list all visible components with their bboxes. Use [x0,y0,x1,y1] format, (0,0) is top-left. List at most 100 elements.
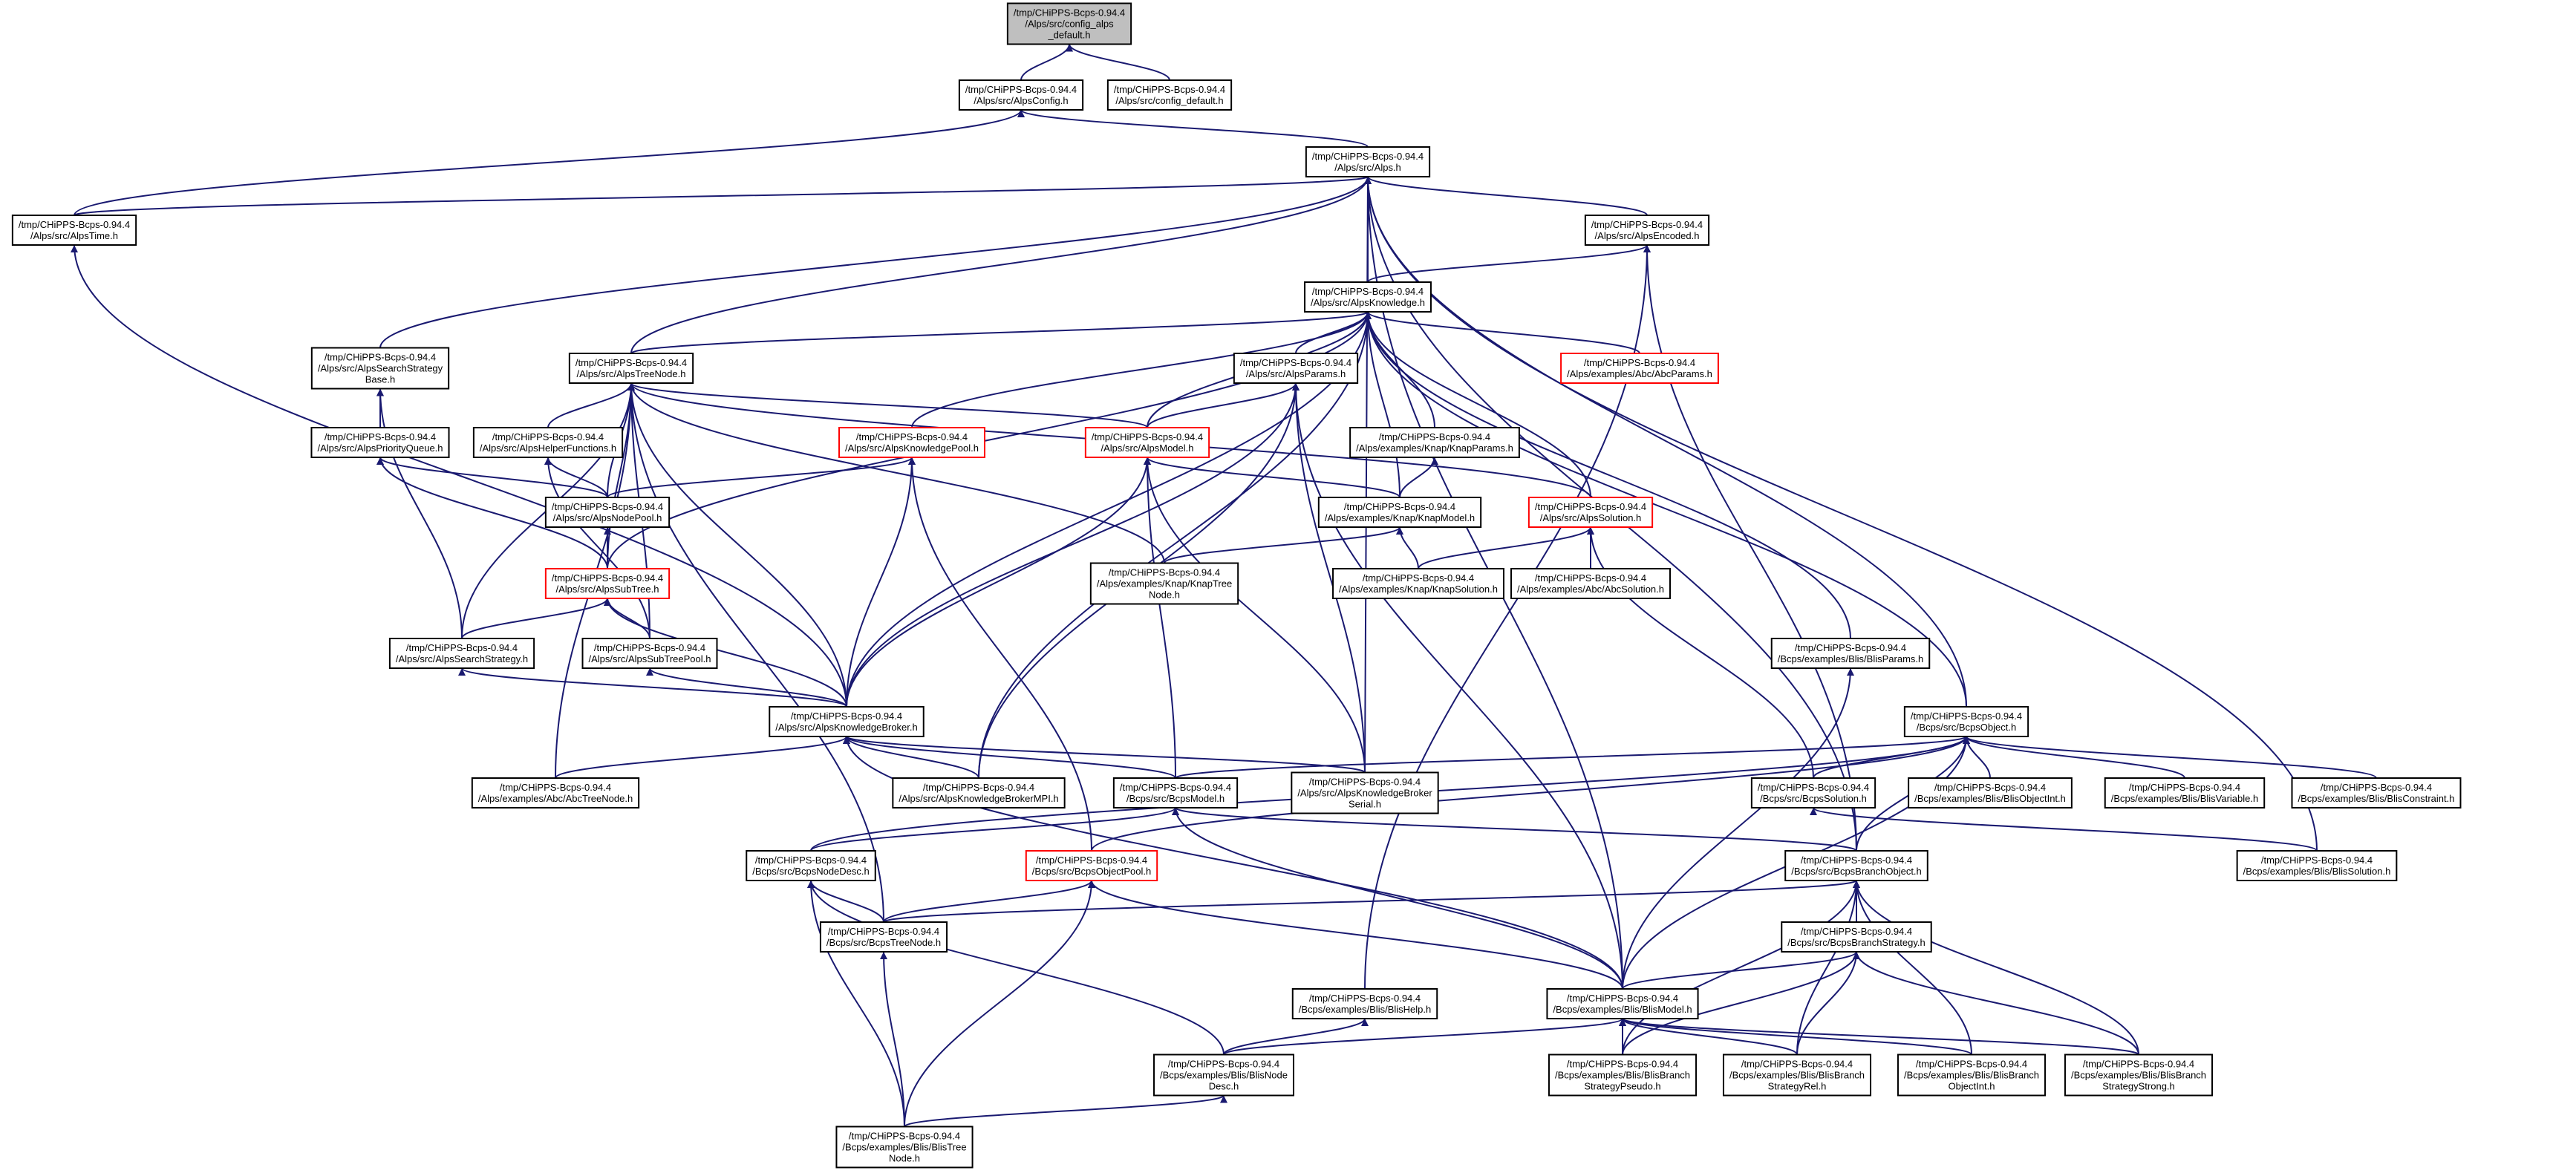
node-label-line: /Alps/src/AlpsSearchStrategy.h [396,653,528,664]
node-AlpsTreeNode[interactable]: /tmp/CHiPPS-Bcps-0.94.4/Alps/src/AlpsTre… [568,353,694,384]
node-label-line: /tmp/CHiPPS-Bcps-0.94.4 [755,855,867,866]
node-label-line: /Alps/src/AlpsKnowledgeBrokerMPI.h [899,793,1058,804]
edge-BlisNodeDesc-to-BlisModel [1223,1018,1626,1056]
edge-AlpsSolution-to-AlpsKnowledge [1364,311,1591,498]
node-box [1291,988,1438,1019]
node-label-line: /Bcps/examples/Blis/BlisSolution.h [2243,866,2391,877]
node-Alps[interactable]: /tmp/CHiPPS-Bcps-0.94.4/Alps/src/Alps.h [1305,146,1431,177]
edge-AlpsModel-to-AlpsTreeNode [627,382,1148,428]
node-AlpsHelperFunctions[interactable]: /tmp/CHiPPS-Bcps-0.94.4/Alps/src/AlpsHel… [472,427,624,458]
node-label-line: /Alps/src/AlpsSubTreePool.h [589,653,711,664]
node-AbcSolution[interactable]: /tmp/CHiPPS-Bcps-0.94.4/Alps/examples/Ab… [1510,568,1671,599]
node-box [1317,497,1482,528]
node-label-line: /tmp/CHiPPS-Bcps-0.94.4 [965,84,1077,95]
edge-BlisModel-to-BcpsBranchStrategy [1622,951,1860,990]
node-label-line: /Alps/src/AlpsTreeNode.h [577,368,686,379]
node-AlpsSearchStrategy[interactable]: /tmp/CHiPPS-Bcps-0.94.4/Alps/src/AlpsSea… [388,638,535,669]
node-label-line: /tmp/CHiPPS-Bcps-0.94.4 [1092,431,1203,442]
node-label-line: /Bcps/examples/Blis/BlisBranch [2071,1070,2206,1081]
node-AlpsSolution[interactable]: /tmp/CHiPPS-Bcps-0.94.4/Alps/src/AlpsSol… [1527,497,1654,528]
node-BcpsNodeDesc[interactable]: /tmp/CHiPPS-Bcps-0.94.4/Bcps/src/BcpsNod… [746,850,876,881]
node-BcpsModel[interactable]: /tmp/CHiPPS-Bcps-0.94.4/Bcps/src/BcpsMod… [1112,777,1239,808]
node-AlpsConfig[interactable]: /tmp/CHiPPS-Bcps-0.94.4/Alps/src/AlpsCon… [958,79,1084,111]
edge-BlisModel-to-AlpsKnowledgeBroker [843,736,1623,990]
node-AlpsKnowledgeBroker[interactable]: /tmp/CHiPPS-Bcps-0.94.4/Alps/src/AlpsKno… [769,706,925,737]
node-AlpsKnowledge[interactable]: /tmp/CHiPPS-Bcps-0.94.4/Alps/src/AlpsKno… [1304,281,1432,313]
node-label-line: StrategyStrong.h [2102,1081,2175,1092]
edge-AlpsKnowledgeBrokerMPI-to-AlpsKnowledge [978,311,1372,779]
edge-BcpsObject-to-AlpsKnowledge [1364,311,1967,708]
node-label-line: /Bcps/src/BcpsBranchObject.h [1791,866,1922,877]
node-BlisBranchObjectInt[interactable]: /tmp/CHiPPS-Bcps-0.94.4/Bcps/examples/Bl… [1897,1054,2047,1097]
node-KnapSolution[interactable]: /tmp/CHiPPS-Bcps-0.94.4/Alps/examples/Kn… [1332,568,1504,599]
edge-BcpsBranchObject-to-AlpsEncoded [1643,244,1857,852]
node-BlisVariable[interactable]: /tmp/CHiPPS-Bcps-0.94.4/Bcps/examples/Bl… [2104,777,2266,808]
node-label-line: /Alps/src/AlpsSolution.h [1540,512,1642,523]
node-BcpsObjectPool[interactable]: /tmp/CHiPPS-Bcps-0.94.4/Bcps/src/BcpsObj… [1025,850,1158,881]
edge-AlpsKnowledge-to-AlpsEncoded [1367,244,1651,283]
node-label-line: /Bcps/examples/Blis/BlisNode [1160,1070,1288,1081]
node-BlisObjectInt[interactable]: /tmp/CHiPPS-Bcps-0.94.4/Bcps/examples/Bl… [1908,777,2073,808]
node-label-line: /Alps/src/AlpsSearchStrategy [318,363,443,374]
node-BlisParams[interactable]: /tmp/CHiPPS-Bcps-0.94.4/Bcps/examples/Bl… [1770,638,1931,669]
node-AlpsPriorityQueue[interactable]: /tmp/CHiPPS-Bcps-0.94.4/Alps/src/AlpsPri… [310,427,450,458]
edge-AlpsTreeNode-to-AlpsKnowledge [630,311,1372,354]
node-label-line: /tmp/CHiPPS-Bcps-0.94.4 [1591,219,1703,230]
node-AbcTreeNode[interactable]: /tmp/CHiPPS-Bcps-0.94.4/Alps/examples/Ab… [471,777,640,808]
node-BcpsSolution[interactable]: /tmp/CHiPPS-Bcps-0.94.4/Bcps/src/BcpsSol… [1750,777,1876,808]
node-AlpsKnowledgePool[interactable]: /tmp/CHiPPS-Bcps-0.94.4/Alps/src/AlpsKno… [838,427,985,458]
edge-Alps-to-AlpsConfig [1017,109,1369,148]
node-AlpsNodePool[interactable]: /tmp/CHiPPS-Bcps-0.94.4/Alps/src/AlpsNod… [544,497,671,528]
node-label-line: /tmp/CHiPPS-Bcps-0.94.4 [552,572,663,584]
edge-KnapModel-to-AlpsModel [1144,457,1401,498]
node-label-line: /tmp/CHiPPS-Bcps-0.94.4 [1911,710,2022,722]
node-BlisBranchStrategyRel[interactable]: /tmp/CHiPPS-Bcps-0.94.4/Bcps/examples/Bl… [1722,1054,1872,1097]
node-label-line: /Alps/src/AlpsKnowledgeBroker [1297,788,1432,799]
node-box [1089,562,1239,605]
node-BcpsBranchStrategy[interactable]: /tmp/CHiPPS-Bcps-0.94.4/Bcps/src/BcpsBra… [1781,921,1932,953]
node-BlisModel[interactable]: /tmp/CHiPPS-Bcps-0.94.4/Bcps/examples/Bl… [1546,988,1699,1019]
edge-KnapTreeNode-to-KnapModel [1164,526,1403,564]
node-BcpsTreeNode[interactable]: /tmp/CHiPPS-Bcps-0.94.4/Bcps/src/BcpsTre… [819,921,948,953]
node-AlpsSearchStrategyBase[interactable]: /tmp/CHiPPS-Bcps-0.94.4/Alps/src/AlpsSea… [310,347,450,390]
node-box [746,850,876,881]
node-KnapParams[interactable]: /tmp/CHiPPS-Bcps-0.94.4/Alps/examples/Kn… [1349,427,1520,458]
node-label-line: /Alps/src/AlpsPriorityQueue.h [317,442,443,454]
node-BlisBranchStrategyPseudo[interactable]: /tmp/CHiPPS-Bcps-0.94.4/Bcps/examples/Bl… [1548,1054,1698,1097]
edge-KnapSolution-to-AlpsSolution [1418,526,1594,569]
node-BlisConstraint[interactable]: /tmp/CHiPPS-Bcps-0.94.4/Bcps/examples/Bl… [2291,777,2462,808]
node-KnapModel[interactable]: /tmp/CHiPPS-Bcps-0.94.4/Alps/examples/Kn… [1317,497,1482,528]
node-AlpsSubTree[interactable]: /tmp/CHiPPS-Bcps-0.94.4/Alps/src/AlpsSub… [544,568,671,599]
node-box [544,497,671,528]
node-label-line: /tmp/CHiPPS-Bcps-0.94.4 [1109,567,1220,578]
node-BcpsObject[interactable]: /tmp/CHiPPS-Bcps-0.94.4/Bcps/src/BcpsObj… [1903,706,2029,737]
node-AlpsSubTreePool[interactable]: /tmp/CHiPPS-Bcps-0.94.4/Alps/src/AlpsSub… [581,638,718,669]
node-label-line: Node.h [889,1153,920,1164]
node-label-line: /tmp/CHiPPS-Bcps-0.94.4 [1114,84,1225,95]
node-AbcParams[interactable]: /tmp/CHiPPS-Bcps-0.94.4/Alps/examples/Ab… [1560,353,1719,384]
node-AlpsTime[interactable]: /tmp/CHiPPS-Bcps-0.94.4/Alps/src/AlpsTim… [11,215,137,246]
node-KnapTreeNode[interactable]: /tmp/CHiPPS-Bcps-0.94.4/Alps/examples/Kn… [1089,562,1239,605]
node-BlisSolution[interactable]: /tmp/CHiPPS-Bcps-0.94.4/Bcps/examples/Bl… [2236,850,2398,881]
node-AlpsModel[interactable]: /tmp/CHiPPS-Bcps-0.94.4/Alps/src/AlpsMod… [1084,427,1210,458]
node-BlisNodeDesc[interactable]: /tmp/CHiPPS-Bcps-0.94.4/Bcps/examples/Bl… [1153,1054,1294,1097]
edge-config_default-to-config_alps_default [1066,44,1170,81]
node-label-line: /tmp/CHiPPS-Bcps-0.94.4 [1014,7,1125,19]
node-AlpsParams[interactable]: /tmp/CHiPPS-Bcps-0.94.4/Alps/src/AlpsPar… [1233,353,1359,384]
node-BlisBranchStrategyStrong[interactable]: /tmp/CHiPPS-Bcps-0.94.4/Bcps/examples/Bl… [2064,1054,2214,1097]
node-AlpsEncoded[interactable]: /tmp/CHiPPS-Bcps-0.94.4/Alps/src/AlpsEnc… [1584,215,1710,246]
node-label-line: /tmp/CHiPPS-Bcps-0.94.4 [1795,642,1906,653]
node-config_default[interactable]: /tmp/CHiPPS-Bcps-0.94.4/Alps/src/config_… [1106,79,1233,111]
node-AlpsKnowledgeBrokerMPI[interactable]: /tmp/CHiPPS-Bcps-0.94.4/Alps/src/AlpsKno… [892,777,1066,808]
node-label-line: /Bcps/examples/Blis/BlisModel.h [1553,1004,1692,1015]
node-BlisTreeNode[interactable]: /tmp/CHiPPS-Bcps-0.94.4/Bcps/examples/Bl… [835,1126,974,1169]
node-AlpsKnowledgeBrokerSerial[interactable]: /tmp/CHiPPS-Bcps-0.94.4/Alps/src/AlpsKno… [1291,771,1439,814]
node-box [958,79,1084,111]
node-BlisHelp[interactable]: /tmp/CHiPPS-Bcps-0.94.4/Bcps/examples/Bl… [1291,988,1438,1019]
node-BcpsBranchObject[interactable]: /tmp/CHiPPS-Bcps-0.94.4/Bcps/src/BcpsBra… [1784,850,1928,881]
node-config_alps_default[interactable]: /tmp/CHiPPS-Bcps-0.94.4/Alps/src/config_… [1006,2,1132,45]
node-label-line: /tmp/CHiPPS-Bcps-0.94.4 [1379,431,1490,442]
node-label-line: /Bcps/examples/Blis/BlisBranch [1729,1070,1865,1081]
node-box [1349,427,1520,458]
node-box [1291,771,1439,814]
